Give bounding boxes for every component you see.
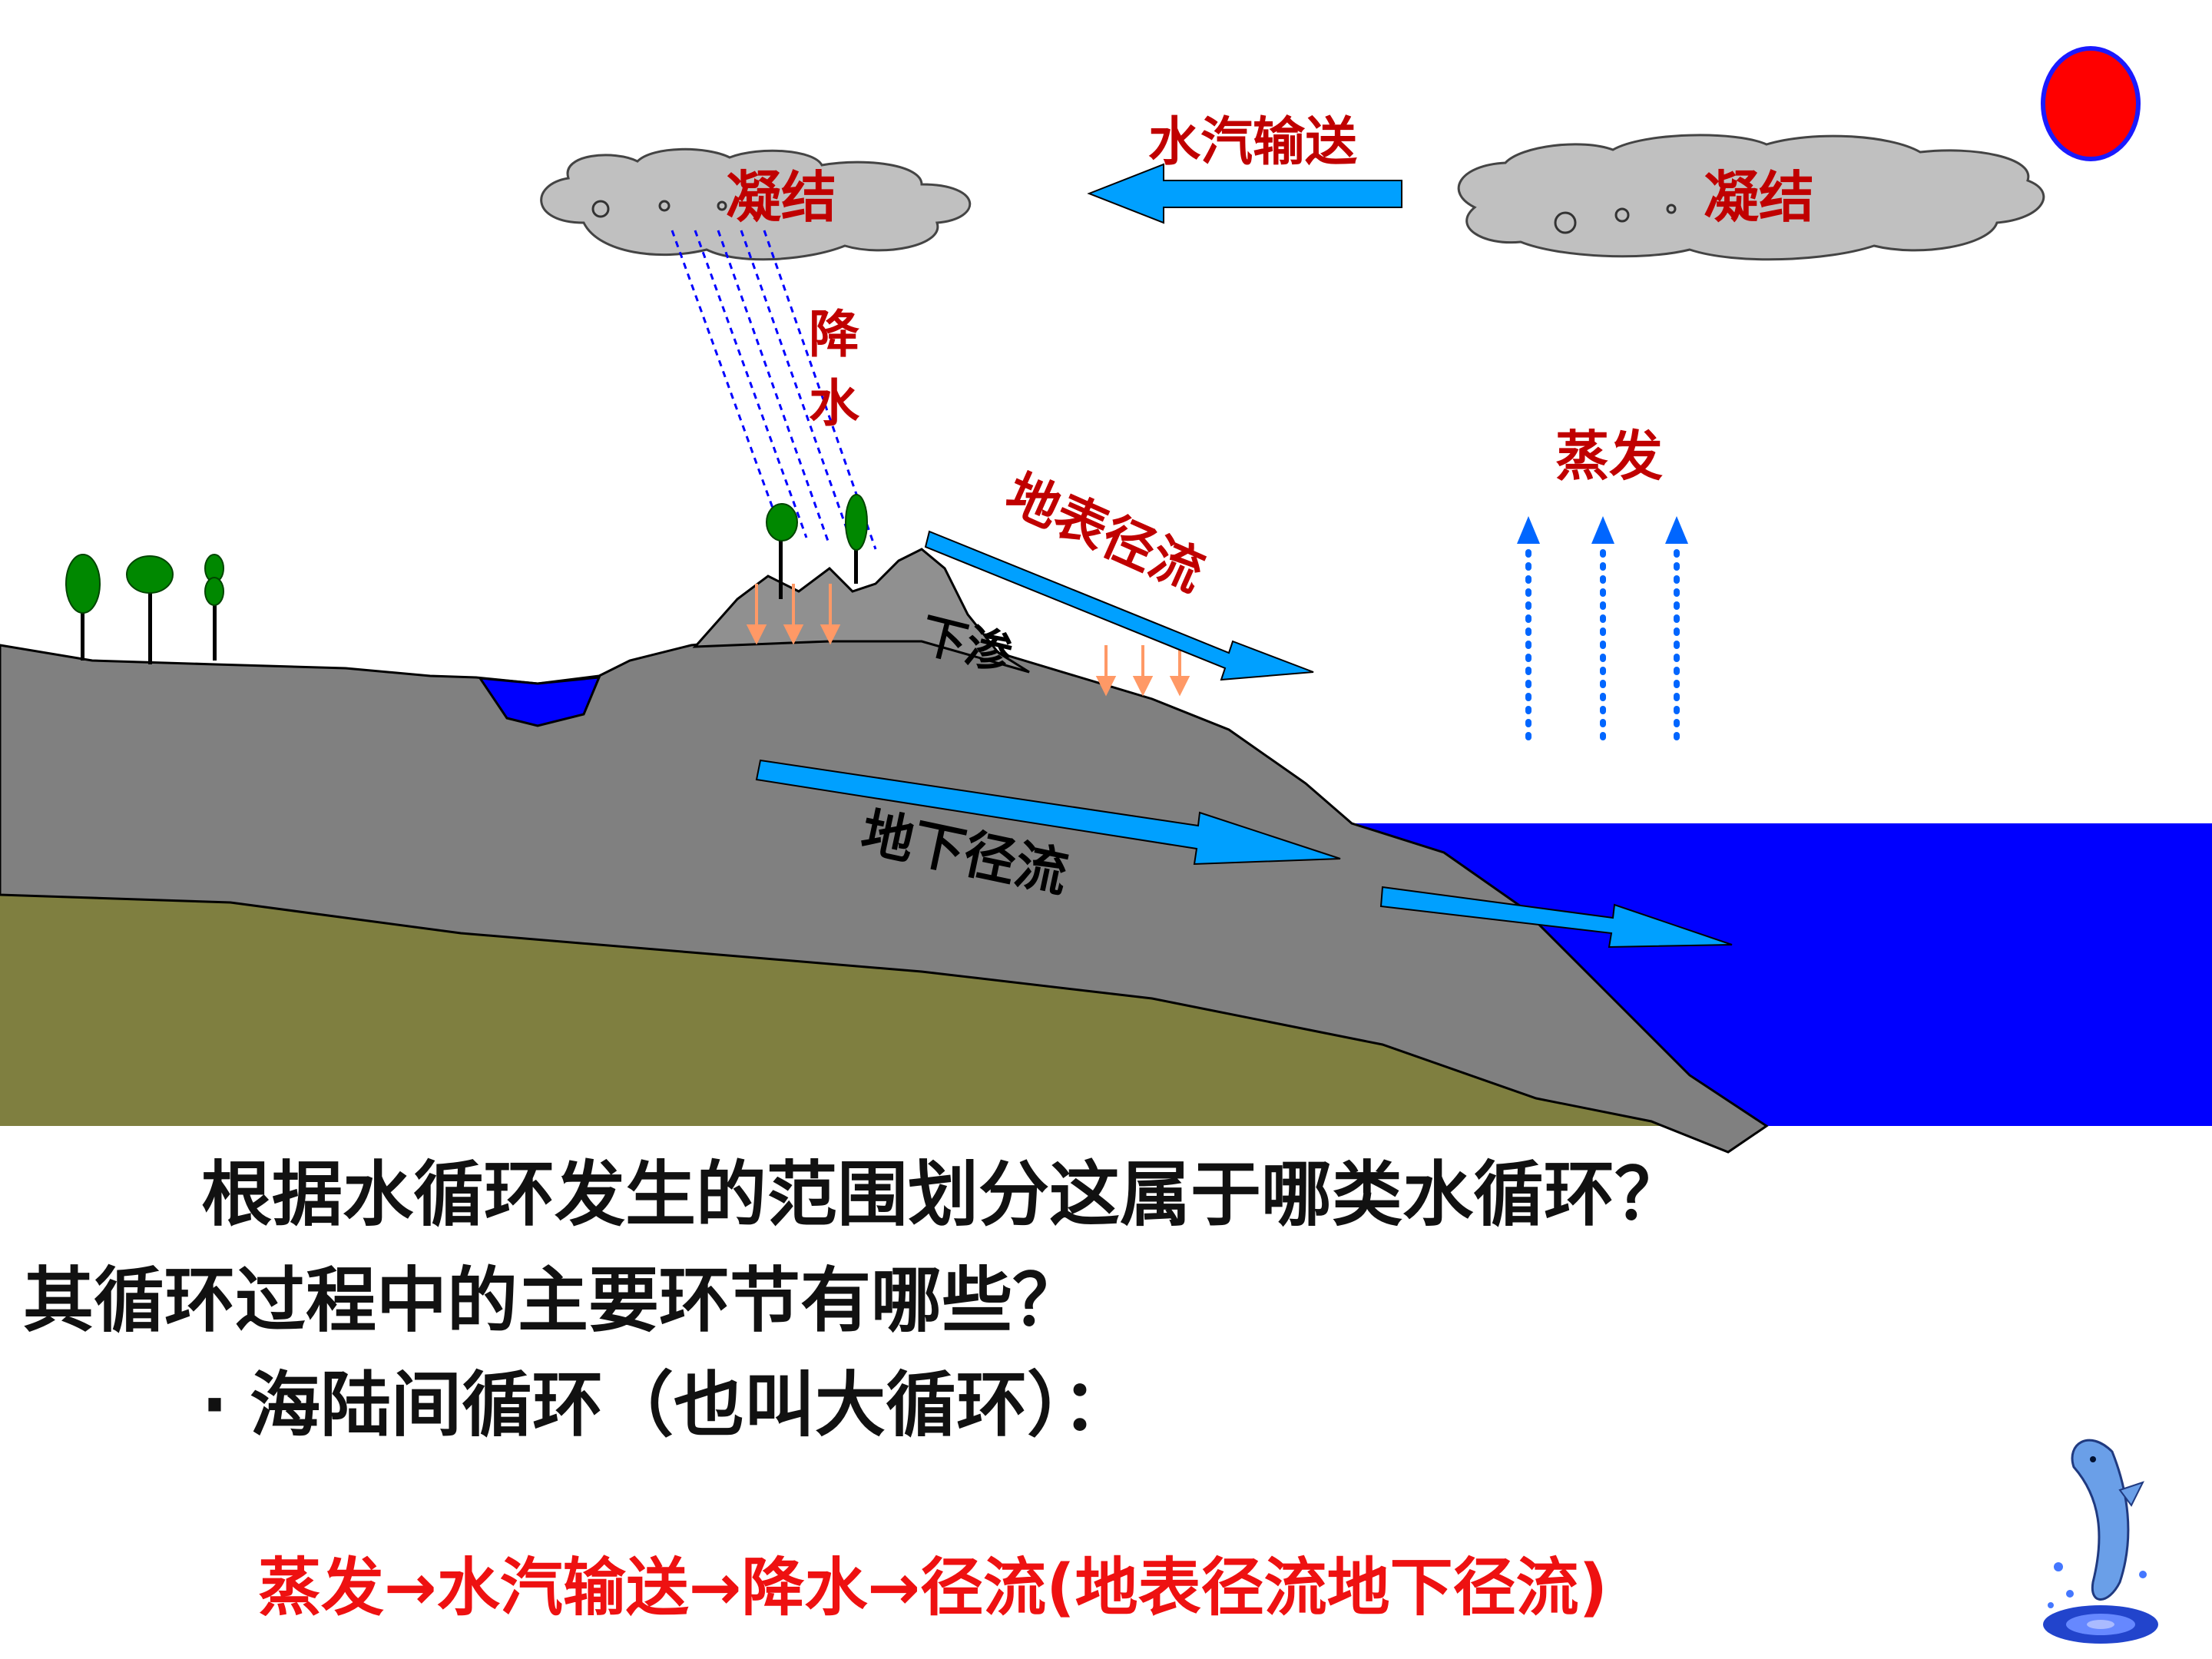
vapor-transport-arrow bbox=[1087, 163, 1402, 224]
condensation-label-left: 凝结 bbox=[726, 165, 836, 230]
bullet-marker: · bbox=[201, 1364, 228, 1446]
surface-runoff-arrow bbox=[924, 530, 1314, 681]
vapor-transport-label: 水汽输送 bbox=[1148, 112, 1357, 173]
question-line-2: 其循环过程中的主要环节有哪些？ bbox=[23, 1260, 1084, 1342]
cloud-icon bbox=[1457, 134, 2045, 261]
bedrock-layer bbox=[0, 895, 1728, 1152]
evaporation-arrowheads bbox=[1517, 516, 1688, 544]
answer-text: 蒸发→水汽输送→降水→径流(地表径流地下径流) bbox=[258, 1551, 1608, 1624]
condensation-label-right: 凝结 bbox=[1704, 165, 1814, 230]
mountain bbox=[692, 548, 1030, 674]
question-line-1: 根据水循环发生的范围划分这属于哪类水循环？ bbox=[201, 1154, 1686, 1236]
infiltration-arrows bbox=[746, 584, 1190, 697]
ocean bbox=[1352, 823, 2212, 1126]
tree-icon bbox=[65, 554, 101, 661]
bullet-item: ·海陆间循环（也叫大循环）： bbox=[201, 1370, 2212, 1441]
sun-icon bbox=[2041, 46, 2141, 161]
evaporation-label: 蒸发 bbox=[1555, 425, 1663, 488]
tree-icon bbox=[126, 555, 174, 664]
dolphin-icon bbox=[2043, 1439, 2158, 1644]
tree-icon bbox=[845, 494, 868, 584]
groundwater-runoff-arrow bbox=[755, 759, 1341, 866]
bullet-text: 海陆间循环（也叫大循环）： bbox=[249, 1364, 1133, 1446]
tree-icon bbox=[766, 503, 798, 599]
tree-icon bbox=[204, 554, 224, 661]
precipitation-label-top: 降 bbox=[809, 305, 859, 364]
cloud-icon bbox=[540, 147, 972, 261]
groundwater-runoff-arrow bbox=[1379, 886, 1733, 949]
evaporation-arrows bbox=[1525, 538, 1680, 740]
lake bbox=[477, 676, 601, 727]
precipitation-label-bottom: 水 bbox=[809, 374, 860, 433]
